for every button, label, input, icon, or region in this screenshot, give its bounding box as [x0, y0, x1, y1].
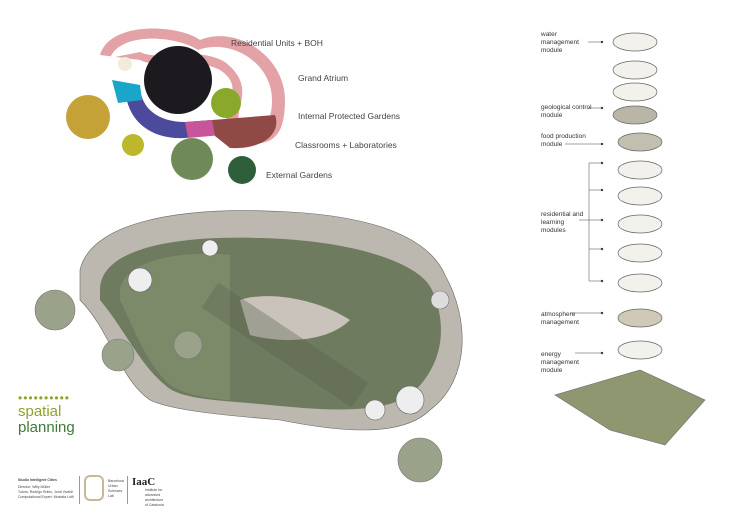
- lab-line: Sciences: [108, 489, 123, 493]
- iaac-text: Institute for advanced architecture of C…: [145, 488, 164, 508]
- module-label-water: water management module: [541, 31, 579, 54]
- module-label-energy: energy management module: [541, 351, 579, 374]
- magenta-arc: [185, 120, 222, 138]
- credit-line: Computational Expert: Mostafa Lotfi: [18, 495, 74, 499]
- module-label-atmosphere: atmosphere management: [541, 311, 579, 326]
- legend-external-gardens: External Gardens: [266, 170, 333, 180]
- external-garden-circle: [171, 138, 213, 180]
- credit-line: Tutors: Rodrigo Rubio, Jordi Vivaldi: [18, 490, 73, 494]
- credit-line: Director: Willy Müller: [18, 485, 51, 489]
- title-line2: planning: [18, 419, 75, 436]
- lab-name: Barcelona Urban Sciences Lab: [108, 479, 124, 499]
- module-label-food: food production module: [541, 133, 586, 148]
- iaac-line: architecture: [145, 498, 164, 502]
- brown-arc: [212, 115, 277, 149]
- legend-internal-gardens: Internal Protected Gardens: [298, 111, 401, 121]
- lab-line: Lab: [108, 494, 114, 498]
- divider: [127, 476, 128, 504]
- module-leaders: [565, 40, 604, 355]
- internal-garden-circle: [211, 88, 241, 118]
- lab-line: Barcelona: [108, 479, 124, 483]
- external-garden-circle: [122, 134, 144, 156]
- divider: [79, 476, 80, 504]
- external-garden-circle: [66, 95, 110, 139]
- small-atrium-circle: [118, 57, 132, 71]
- module-label-geological: geological control module: [541, 104, 592, 119]
- iaac-logo: IaaC: [132, 476, 156, 488]
- grand-atrium-circle: [144, 46, 212, 114]
- legend-residential: Residential Units + BOH: [231, 38, 323, 48]
- studio-name: Studio Intelligent Cities: [18, 478, 57, 482]
- module-stack: [554, 32, 706, 446]
- legend-grand-atrium: Grand Atrium: [298, 73, 349, 83]
- cyan-arc: [112, 80, 142, 103]
- iaac-line: advanced: [145, 493, 161, 497]
- title-line1: spatial: [18, 403, 62, 420]
- title-dots: ••••••••••: [18, 391, 71, 405]
- site-plan: [34, 210, 463, 483]
- iaac-line: of Catalonia: [145, 503, 164, 507]
- iaac-line: Institute for: [145, 488, 163, 492]
- module-label-residential: residential and learning modules: [541, 211, 584, 234]
- footer-credits: Studio Intelligent Cities Director: Will…: [18, 478, 78, 500]
- legend-classrooms: Classrooms + Laboratories: [295, 140, 397, 150]
- residential-ring-inner: [110, 38, 272, 130]
- ursl-logo: [84, 475, 104, 501]
- external-garden-circle: [228, 156, 256, 184]
- lab-line: Urban: [108, 484, 118, 488]
